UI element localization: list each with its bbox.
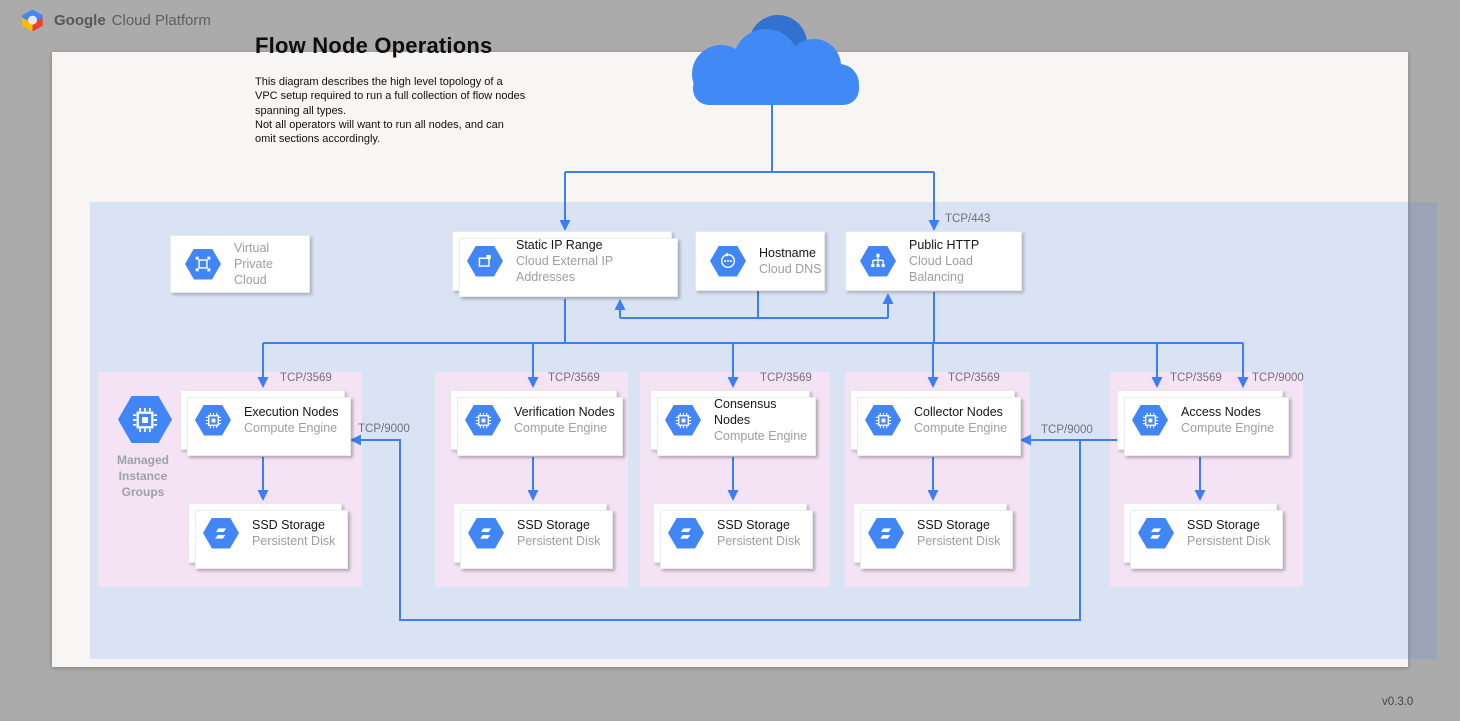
compute-engine-icon	[665, 404, 701, 436]
ssd-storage-card-consensus: SSD Storage Persistent Disk	[653, 503, 813, 569]
port-label-tcp3569-collector: TCP/3569	[948, 372, 1000, 384]
node-subtitle: Compute Engine	[244, 421, 338, 435]
node-subtitle: Compute Engine	[714, 429, 808, 444]
node-title: Execution Nodes	[244, 404, 339, 419]
hostname-card: Hostname Cloud DNS	[695, 231, 825, 291]
consensus-nodes-card: Consensus Nodes Compute Engine	[650, 390, 816, 456]
intro-block: Flow Node Operations This diagram descri…	[255, 33, 545, 146]
ssd-storage-card-access: SSD Storage Persistent Disk	[1123, 503, 1283, 569]
managed-instance-groups-icon	[118, 396, 172, 443]
storage-title: SSD Storage	[517, 517, 590, 532]
ssd-storage-card-execution: SSD Storage Persistent Disk	[188, 503, 348, 569]
hostname-title: Hostname	[759, 245, 816, 260]
node-title: Collector Nodes	[914, 404, 1003, 419]
internet-cloud-icon	[692, 15, 859, 105]
port-label-tcp3569-execution: TCP/3569	[280, 372, 332, 384]
node-subtitle: Compute Engine	[914, 421, 1008, 435]
persistent-disk-icon	[468, 517, 504, 549]
storage-subtitle: Persistent Disk	[917, 534, 1001, 548]
storage-subtitle: Persistent Disk	[717, 534, 801, 548]
storage-title: SSD Storage	[1187, 517, 1260, 532]
port-label-tcp3569-access: TCP/3569	[1170, 372, 1222, 384]
vpc-icon	[185, 248, 221, 280]
brand-cloud-platform: Cloud Platform	[111, 12, 211, 29]
gcp-brand: Google Cloud Platform	[20, 9, 211, 32]
storage-title: SSD Storage	[252, 517, 325, 532]
static-ip-subtitle: Cloud External IP Addresses	[516, 253, 614, 285]
ssd-storage-card-verification: SSD Storage Persistent Disk	[453, 503, 613, 569]
version-label: v0.3.0	[1382, 696, 1414, 708]
compute-engine-icon	[195, 404, 231, 436]
access-nodes-card: Access Nodes Compute Engine	[1117, 390, 1289, 456]
static-ip-title: Static IP Range	[516, 237, 603, 252]
compute-engine-icon	[1132, 404, 1168, 436]
node-title: Access Nodes	[1181, 404, 1261, 419]
diagram-title: Flow Node Operations	[255, 33, 493, 58]
hostname-subtitle: Cloud DNS	[759, 262, 822, 276]
storage-subtitle: Persistent Disk	[252, 534, 336, 548]
persistent-disk-icon	[668, 517, 704, 549]
port-label-tcp9000-collector: TCP/9000	[1041, 424, 1093, 436]
storage-title: SSD Storage	[717, 517, 790, 532]
node-subtitle: Compute Engine	[514, 421, 608, 435]
node-title: Consensus Nodes	[714, 396, 777, 427]
verification-nodes-card: Verification Nodes Compute Engine	[450, 390, 623, 456]
vpc-card-label: Virtual Private Cloud	[234, 240, 273, 288]
persistent-disk-icon	[203, 517, 239, 549]
port-label-tcp3569-consensus: TCP/3569	[760, 372, 812, 384]
public-http-subtitle: Cloud Load Balancing	[909, 253, 973, 285]
persistent-disk-icon	[1138, 517, 1174, 549]
storage-subtitle: Persistent Disk	[517, 534, 601, 548]
port-label-tcp9000-access: TCP/9000	[1252, 372, 1304, 384]
node-title: Verification Nodes	[514, 404, 615, 419]
virtual-private-cloud-card: Virtual Private Cloud	[170, 235, 310, 293]
storage-title: SSD Storage	[917, 517, 990, 532]
static-ip-range-card: Static IP Range Cloud External IP Addres…	[452, 231, 678, 297]
cloud-dns-icon	[710, 245, 746, 277]
public-http-card: Public HTTP Cloud Load Balancing	[845, 231, 1022, 291]
diagram-description: This diagram describes the high level to…	[255, 76, 526, 146]
compute-engine-icon	[865, 404, 901, 436]
port-label-tcp9000-execution: TCP/9000	[358, 423, 410, 435]
external-ip-icon	[467, 245, 503, 277]
execution-nodes-card: Execution Nodes Compute Engine	[180, 390, 351, 456]
port-label-tcp3569-verification: TCP/3569	[548, 372, 600, 384]
collector-nodes-card: Collector Nodes Compute Engine	[850, 390, 1021, 456]
brand-google: Google	[54, 12, 106, 29]
storage-subtitle: Persistent Disk	[1187, 534, 1271, 548]
public-http-title: Public HTTP	[909, 237, 980, 252]
gcp-logo-icon	[22, 9, 43, 32]
node-subtitle: Compute Engine	[1181, 421, 1275, 435]
compute-engine-icon	[465, 404, 501, 436]
managed-instance-groups-label: Managed Instance Groups	[116, 453, 169, 500]
ssd-storage-card-collector: SSD Storage Persistent Disk	[853, 503, 1013, 569]
persistent-disk-icon	[868, 517, 904, 549]
port-label-tcp443: TCP/443	[945, 213, 991, 225]
load-balancer-icon	[860, 245, 896, 277]
